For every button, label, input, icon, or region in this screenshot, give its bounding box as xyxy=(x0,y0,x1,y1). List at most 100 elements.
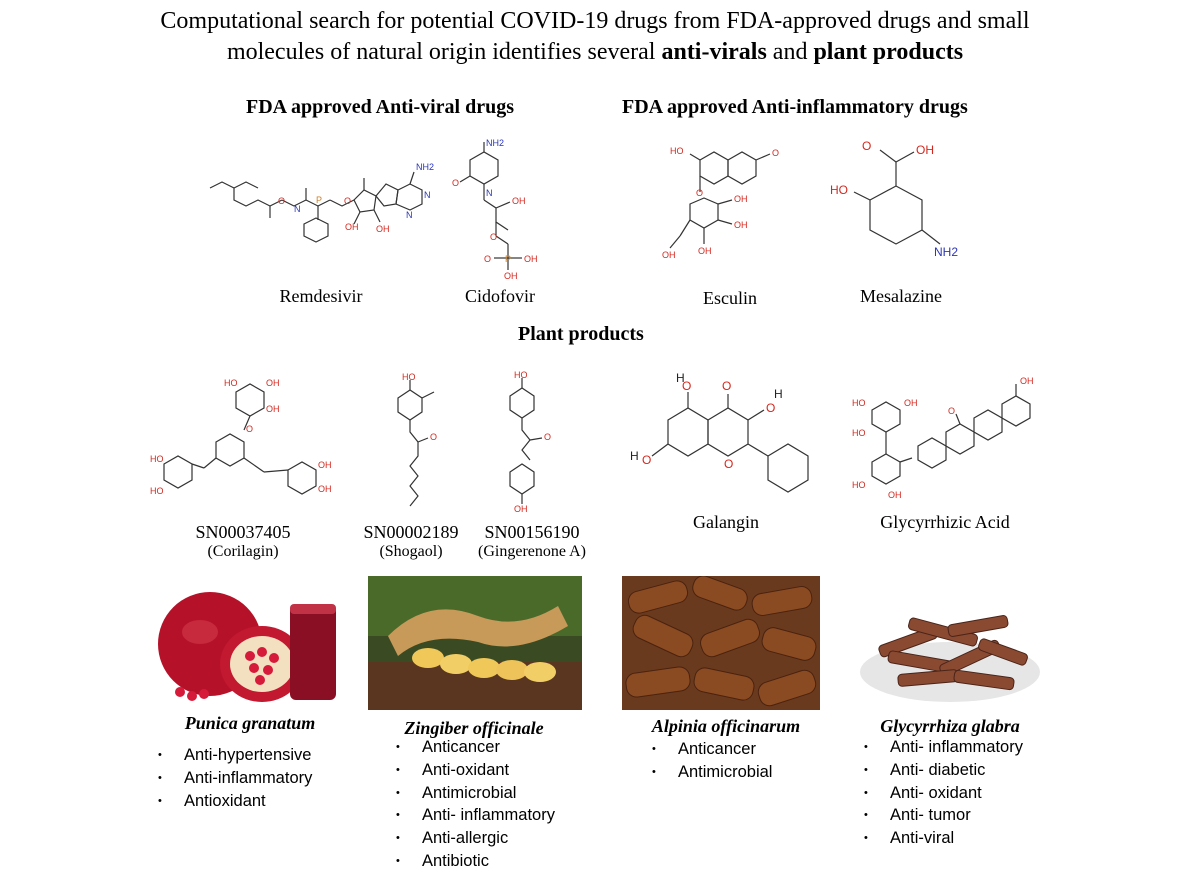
glycyrrhizic-acid-structure: HO OH HO HO OH O OH xyxy=(852,376,1034,500)
gingerenone-name: (Gingerenone A) xyxy=(478,543,586,560)
atom-o: O xyxy=(544,432,551,442)
atom-nh2: NH2 xyxy=(934,245,958,259)
atom-h: H xyxy=(676,371,685,385)
licorice-image xyxy=(860,615,1040,702)
atom-ho: HO xyxy=(852,398,866,408)
mesalazine-structure: O OH HO NH2 xyxy=(830,139,958,259)
atom-ho: HO xyxy=(150,486,164,496)
shogaol-label: SN00002189 (Shogaol) xyxy=(356,522,466,562)
atom-o: O xyxy=(772,148,779,158)
figure-title: Computational search for potential COVID… xyxy=(0,6,1190,68)
gingerenone-structure: HO O OH xyxy=(509,370,551,514)
remdesivir-structure: O P N O OH OH NH2 N N xyxy=(209,162,434,243)
shogaol-name: (Shogaol) xyxy=(379,543,443,560)
atom-ho: HO xyxy=(830,183,848,197)
pomegranate-image xyxy=(158,592,336,702)
atom-o: O xyxy=(862,139,871,153)
property-item: Anti-hypertensive xyxy=(154,744,312,767)
glycyrrhiza-properties-list: Anti- inflammatory Anti- diabetic Anti- … xyxy=(860,736,1023,850)
property-item: Anti- inflammatory xyxy=(392,804,555,827)
atom-ho: HO xyxy=(852,428,866,438)
section-plant-heading: Plant products xyxy=(518,323,644,345)
property-item: Anticancer xyxy=(648,738,772,761)
atom-p: P xyxy=(505,254,511,264)
atom-oh: OH xyxy=(1020,376,1034,386)
galangin-structure: O O H O H O H O xyxy=(630,371,809,493)
atom-ho: HO xyxy=(150,454,164,464)
property-item: Antimicrobial xyxy=(648,761,772,784)
property-item: Anti-inflammatory xyxy=(154,767,312,790)
property-item: Antimicrobial xyxy=(392,782,555,805)
corilagin-label: SN00037405 (Corilagin) xyxy=(178,522,308,562)
remdesivir-label: Remdesivir xyxy=(279,286,363,306)
gingerenone-label: SN00156190 (Gingerenone A) xyxy=(466,522,598,562)
cidofovir-structure: NH2 O N OH O P OH O OH xyxy=(452,138,538,281)
alpinia-properties-list: Anticancer Antimicrobial xyxy=(648,738,772,784)
atom-ho: HO xyxy=(514,370,528,380)
property-item: Anti- inflammatory xyxy=(860,736,1023,759)
shogaol-id: SN00002189 xyxy=(363,522,459,542)
corilagin-structure: HO OH OH O HO HO OH OH xyxy=(150,378,332,496)
corilagin-name: (Corilagin) xyxy=(207,543,279,560)
atom-ho: HO xyxy=(852,480,866,490)
atom-o: O xyxy=(682,379,691,393)
species-alpinia-officinarum: Alpinia officinarum xyxy=(651,716,801,736)
licorice-photo xyxy=(858,596,1042,708)
atom-oh: OH xyxy=(734,194,748,204)
atom-o: O xyxy=(490,232,497,242)
atom-oh: OH xyxy=(318,484,332,494)
atom-o: O xyxy=(642,453,651,467)
esculin-structure: HO O O OH OH OH OH xyxy=(662,146,779,260)
atom-o: O xyxy=(722,379,731,393)
title-text: and xyxy=(766,39,814,65)
atom-o: O xyxy=(278,196,285,206)
section-antiviral-heading: FDA approved Anti-viral drugs xyxy=(246,96,514,118)
atom-oh: OH xyxy=(888,490,902,500)
atom-oh: OH xyxy=(514,504,528,514)
atom-nh2: NH2 xyxy=(486,138,504,148)
species-zingiber-officinale: Zingiber officinale xyxy=(404,718,544,738)
atom-o: O xyxy=(246,424,253,434)
atom-oh: OH xyxy=(662,250,676,260)
atom-o: O xyxy=(452,178,459,188)
atom-nh2: NH2 xyxy=(416,162,434,172)
property-item: Anti-allergic xyxy=(392,827,555,850)
atom-oh: OH xyxy=(266,378,280,388)
atom-h: H xyxy=(630,449,639,463)
atom-ho: HO xyxy=(402,372,416,382)
atom-oh: OH xyxy=(376,224,390,234)
zingiber-properties-list: Anticancer Anti-oxidant Antimicrobial An… xyxy=(392,736,555,873)
species-punica-granatum: Punica granatum xyxy=(184,713,316,733)
atom-h: H xyxy=(774,387,783,401)
atom-ho: HO xyxy=(224,378,238,388)
galangin-label: Galangin xyxy=(693,512,759,532)
atom-o: O xyxy=(724,457,733,471)
property-item: Anti- diabetic xyxy=(860,759,1023,782)
atom-oh: OH xyxy=(318,460,332,470)
title-bold-antivirals: anti-virals xyxy=(661,39,767,65)
atom-o: O xyxy=(766,401,775,415)
atom-oh: OH xyxy=(524,254,538,264)
atom-p: P xyxy=(316,195,322,205)
property-item: Anti-oxidant xyxy=(392,759,555,782)
ginger-photo xyxy=(368,576,582,710)
atom-o: O xyxy=(948,406,955,416)
atom-oh: OH xyxy=(698,246,712,256)
corilagin-id: SN00037405 xyxy=(195,522,291,542)
atom-oh: OH xyxy=(904,398,918,408)
title-line-2: molecules of natural origin identifies s… xyxy=(0,37,1190,68)
property-item: Anticancer xyxy=(392,736,555,759)
atom-oh: OH xyxy=(916,143,934,157)
mesalazine-label: Mesalazine xyxy=(860,286,942,306)
atom-n: N xyxy=(486,188,493,198)
glycyrrhizic-acid-label: Glycyrrhizic Acid xyxy=(880,512,1010,532)
gingerenone-id: SN00156190 xyxy=(484,522,580,542)
property-item: Anti-viral xyxy=(860,827,1023,850)
atom-oh: OH xyxy=(266,404,280,414)
atom-o: O xyxy=(344,196,351,206)
title-line-1: Computational search for potential COVID… xyxy=(160,8,1030,34)
atom-n: N xyxy=(424,190,431,200)
property-item: Antibiotic xyxy=(392,850,555,873)
atom-o: O xyxy=(484,254,491,264)
atom-o: O xyxy=(430,432,437,442)
